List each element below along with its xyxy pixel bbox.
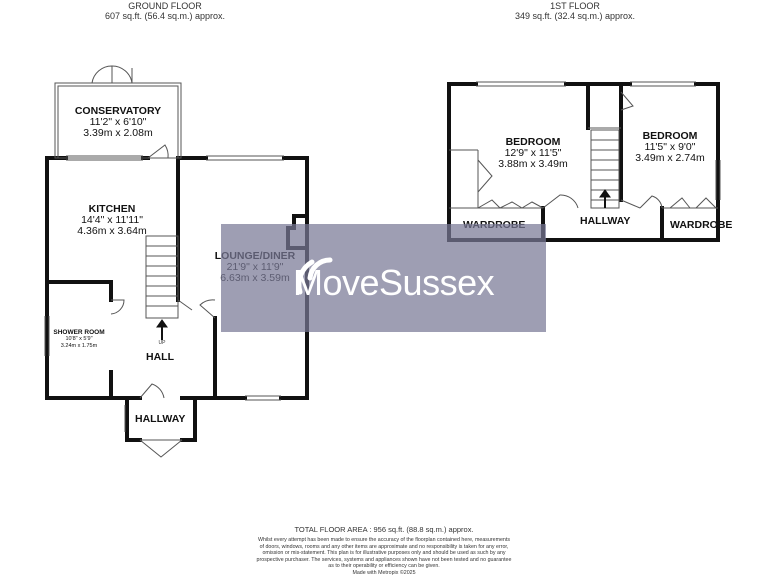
room-bedroom-1: BEDROOM 12'9" x 11'5" 3.88m x 3.49m — [483, 137, 583, 170]
room-imperial: 11'5" x 9'0" — [644, 141, 696, 153]
room-bedroom-2: BEDROOM 11'5" x 9'0" 3.49m x 2.74m — [622, 131, 718, 164]
room-name: BEDROOM — [642, 130, 698, 142]
room-conservatory: CONSERVATORY 11'2" x 6'10" 3.39m x 2.08m — [68, 106, 168, 139]
room-imperial: 12'9" x 11'5" — [504, 147, 562, 159]
room-wardrobe-2: WARDROBE — [670, 219, 733, 231]
room-imperial: 11'2" x 6'10" — [89, 116, 147, 128]
total-floor-area: TOTAL FLOOR AREA : 956 sq.ft. (88.8 sq.m… — [294, 525, 474, 534]
room-shower: SHOWER ROOM 10'8" x 5'9" 3.24m x 1.75m — [50, 329, 108, 349]
disclaimer-line: as to their operability or efficiency ca… — [328, 563, 440, 570]
room-metric: 3.88m x 3.49m — [498, 158, 568, 170]
first-floor-area: 349 sq.ft. (32.4 sq.m.) approx. — [514, 11, 636, 21]
ground-floor-area: 607 sq.ft. (56.4 sq.m.) approx. — [104, 11, 226, 21]
first-floor-header: 1ST FLOOR 349 sq.ft. (32.4 sq.m.) approx… — [480, 1, 670, 21]
ground-floor-details — [44, 65, 284, 458]
ground-floor-header: GROUND FLOOR 607 sq.ft. (56.4 sq.m.) app… — [70, 1, 260, 21]
ground-stair-arrow — [156, 319, 168, 340]
room-hall: HALL — [146, 351, 174, 363]
room-metric: 3.24m x 1.75m — [60, 342, 98, 349]
room-metric: 3.39m x 2.08m — [83, 127, 153, 139]
room-metric: 3.49m x 2.74m — [635, 152, 705, 164]
room-metric: 4.36m x 3.64m — [77, 225, 147, 237]
room-name: CONSERVATORY — [74, 105, 162, 117]
first-stair-arrow — [599, 189, 611, 208]
room-name: BEDROOM — [505, 136, 561, 148]
disclaimer-line: Made with Metropix ©2025 — [352, 569, 416, 576]
room-hallway: HALLWAY — [135, 413, 186, 425]
room-landing-hallway: HALLWAY — [580, 215, 631, 227]
watermark-panel — [221, 224, 546, 332]
room-imperial: 14'4" x 11'11" — [81, 214, 143, 226]
first-floor-details — [449, 81, 721, 209]
room-kitchen: KITCHEN 14'4" x 11'11" 4.36m x 3.64m — [57, 204, 167, 237]
stair-up-label: UP — [158, 340, 166, 346]
room-name: SHOWER ROOM — [53, 329, 105, 336]
disclaimer-line: of doors, windows, rooms and any other i… — [259, 543, 509, 550]
disclaimer-line: Whilst every attempt has been made to en… — [257, 537, 511, 543]
disclaimer: Whilst every attempt has been made to en… — [214, 537, 554, 577]
ground-floor-title: GROUND FLOOR — [128, 1, 202, 11]
footer: TOTAL FLOOR AREA : 956 sq.ft. (88.8 sq.m… — [214, 525, 554, 577]
room-name: KITCHEN — [88, 203, 136, 215]
first-floor-title: 1ST FLOOR — [550, 1, 600, 11]
disclaimer-line: prospective purchaser. The services, sys… — [256, 556, 512, 563]
disclaimer-line: omission or mis-statement. This plan is … — [262, 550, 506, 557]
watermark-text: MoveSussex — [293, 262, 495, 303]
room-imperial: 10'8" x 5'9" — [65, 336, 93, 342]
